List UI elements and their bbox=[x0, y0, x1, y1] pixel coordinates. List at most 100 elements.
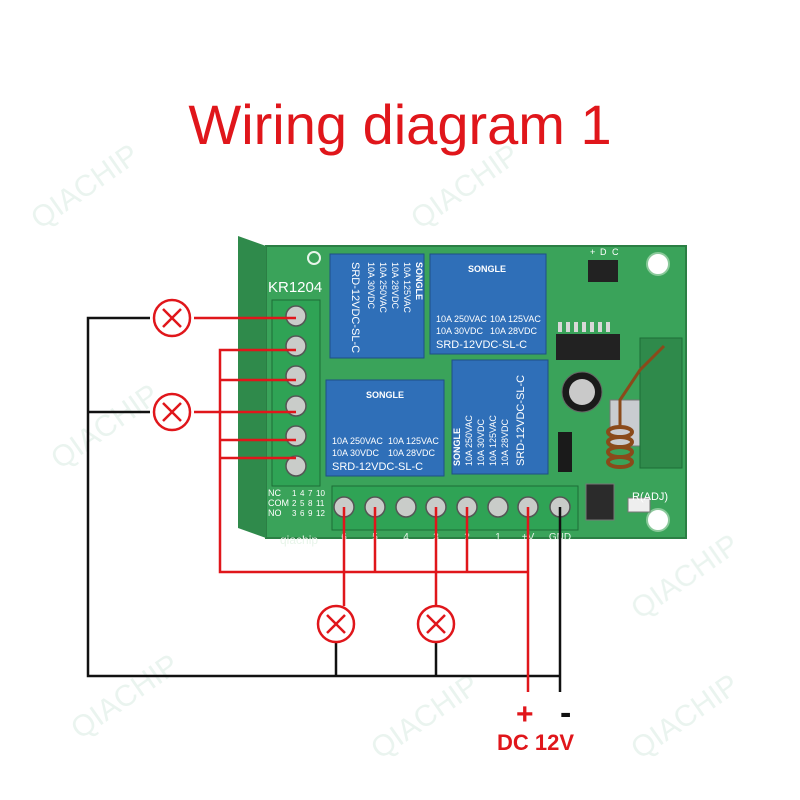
pin-label: 1 bbox=[495, 532, 501, 543]
pin-grid-cell: 1 bbox=[292, 489, 297, 498]
terminal-screw bbox=[285, 455, 307, 477]
pin-grid-cell: 5 bbox=[300, 499, 305, 508]
pcb-edge bbox=[238, 236, 266, 538]
rf-module bbox=[639, 337, 683, 469]
relay: SONGLE 10A 125VAC 10A 28VDC 10A 250VAC 1… bbox=[329, 253, 425, 359]
relay-model: SRD-12VDC-SL-C bbox=[332, 461, 423, 473]
relay-brand: SONGLE bbox=[468, 264, 506, 274]
pin-grid-cell: 12 bbox=[316, 509, 325, 518]
resistor bbox=[627, 497, 651, 513]
relay-rating: 10A 125VAC bbox=[402, 262, 412, 313]
diode bbox=[558, 432, 572, 472]
relay-body bbox=[325, 379, 445, 477]
relay-rating: 10A 28VDC bbox=[390, 262, 400, 310]
power-label: DC 12V bbox=[497, 730, 575, 755]
top-label: D bbox=[600, 247, 607, 257]
ic-pin bbox=[566, 322, 570, 332]
relay-body bbox=[451, 359, 549, 475]
top-label: + bbox=[590, 247, 595, 257]
adj-label: R(ADJ) bbox=[632, 491, 668, 503]
relay-rating: 10A 125VAC bbox=[488, 415, 498, 466]
ic-pin bbox=[590, 322, 594, 332]
relay-brand: SONGLE bbox=[366, 390, 404, 400]
ic-pin bbox=[558, 322, 562, 332]
relay-rating: 10A 30VDC bbox=[332, 448, 380, 458]
pin-label: 4 bbox=[403, 532, 409, 543]
com-label: COM bbox=[268, 498, 289, 508]
relay-rating: 10A 28VDC bbox=[388, 448, 436, 458]
capacitor-top bbox=[569, 379, 595, 405]
pin-grid-cell: 6 bbox=[300, 509, 305, 518]
ic-pin bbox=[606, 322, 610, 332]
relay-body bbox=[429, 253, 547, 355]
red-wires bbox=[194, 316, 530, 692]
terminal-screw bbox=[285, 335, 307, 357]
relay-rating: 10A 28VDC bbox=[490, 326, 538, 336]
terminal-screw bbox=[285, 425, 307, 447]
ic-chip bbox=[588, 260, 618, 282]
relay: SONGLE 10A 250VAC 10A 30VDC 10A 125VAC 1… bbox=[451, 359, 549, 475]
watermark: QIACHIP bbox=[45, 378, 165, 476]
relay-rating: 10A 250VAC bbox=[436, 314, 487, 324]
relay-rating: 10A 30VDC bbox=[436, 326, 484, 336]
pin-grid-cell: 3 bbox=[292, 509, 297, 518]
relay: SONGLE 10A 250VAC 10A 125VAC 10A 30VDC 1… bbox=[325, 379, 445, 477]
left-terminal-block bbox=[271, 299, 321, 487]
watermark: QIACHIP bbox=[625, 528, 745, 626]
lamp bbox=[316, 604, 356, 644]
terminal-screw bbox=[285, 365, 307, 387]
pin-grid: 1 4 7 10 2 5 8 11 3 6 9 12 bbox=[292, 489, 325, 518]
nc-label: NC bbox=[268, 488, 281, 498]
watermark: QIACHIP bbox=[65, 648, 185, 746]
mount-hole bbox=[646, 508, 670, 532]
mount-hole bbox=[646, 252, 670, 276]
antenna-symbol bbox=[307, 251, 321, 265]
pin-grid-cell: 9 bbox=[308, 509, 313, 518]
relay-rating: 10A 125VAC bbox=[388, 436, 439, 446]
relay-brand: SONGLE bbox=[452, 428, 462, 466]
pin-grid-cell: 4 bbox=[300, 489, 305, 498]
pin-grid-cell: 7 bbox=[308, 489, 313, 498]
relay-rating: 10A 30VDC bbox=[476, 418, 486, 466]
power-minus-label: - bbox=[560, 694, 572, 732]
board-model-label: KR1204 bbox=[268, 279, 322, 296]
pin-grid-cell: 11 bbox=[316, 499, 325, 508]
relay-brand: SONGLE bbox=[414, 262, 424, 300]
relay-rating: 10A 125VAC bbox=[490, 314, 541, 324]
relay-rating: 10A 250VAC bbox=[332, 436, 383, 446]
adj-button bbox=[585, 483, 615, 521]
ic-pin bbox=[582, 322, 586, 332]
relay-rating: 10A 30VDC bbox=[366, 262, 376, 310]
ic-pin bbox=[598, 322, 602, 332]
relay-body bbox=[329, 253, 425, 359]
top-label: C bbox=[612, 247, 619, 257]
ic-chip bbox=[556, 334, 620, 360]
no-label: NO bbox=[268, 508, 282, 518]
pin-grid-cell: 8 bbox=[308, 499, 313, 508]
relay-model: SRD-12VDC-SL-C bbox=[515, 375, 527, 466]
pin-grid-cell: 2 bbox=[292, 499, 297, 508]
relay-model: SRD-12VDC-SL-C bbox=[436, 339, 527, 351]
watermark: QIACHIP bbox=[25, 138, 145, 236]
relay-model: SRD-12VDC-SL-C bbox=[349, 262, 361, 353]
relay-rating: 10A 28VDC bbox=[500, 418, 510, 466]
lamp bbox=[416, 604, 456, 644]
relay-rating: 10A 250VAC bbox=[464, 415, 474, 466]
black-wires bbox=[86, 316, 562, 692]
antenna-wire bbox=[618, 344, 666, 428]
watermark: QIACHIP bbox=[365, 668, 485, 766]
terminal-screw bbox=[285, 305, 307, 327]
watermark: QIACHIP bbox=[405, 138, 525, 236]
antenna-coil bbox=[606, 425, 634, 469]
brand-label: qiachip bbox=[280, 533, 318, 547]
relay-rating: 10A 250VAC bbox=[378, 262, 388, 313]
ic-pin bbox=[574, 322, 578, 332]
diagram-title: Wiring diagram 1 bbox=[188, 93, 612, 156]
power-plus-label: + bbox=[516, 698, 534, 731]
watermark: QIACHIP bbox=[625, 668, 745, 766]
relay-board: KR1204 qiachip NC COM NO 1 4 7 10 2 5 8 … bbox=[238, 236, 687, 547]
pin-grid-cell: 10 bbox=[316, 489, 325, 498]
lamp bbox=[152, 298, 192, 338]
terminal-screw bbox=[395, 496, 417, 518]
